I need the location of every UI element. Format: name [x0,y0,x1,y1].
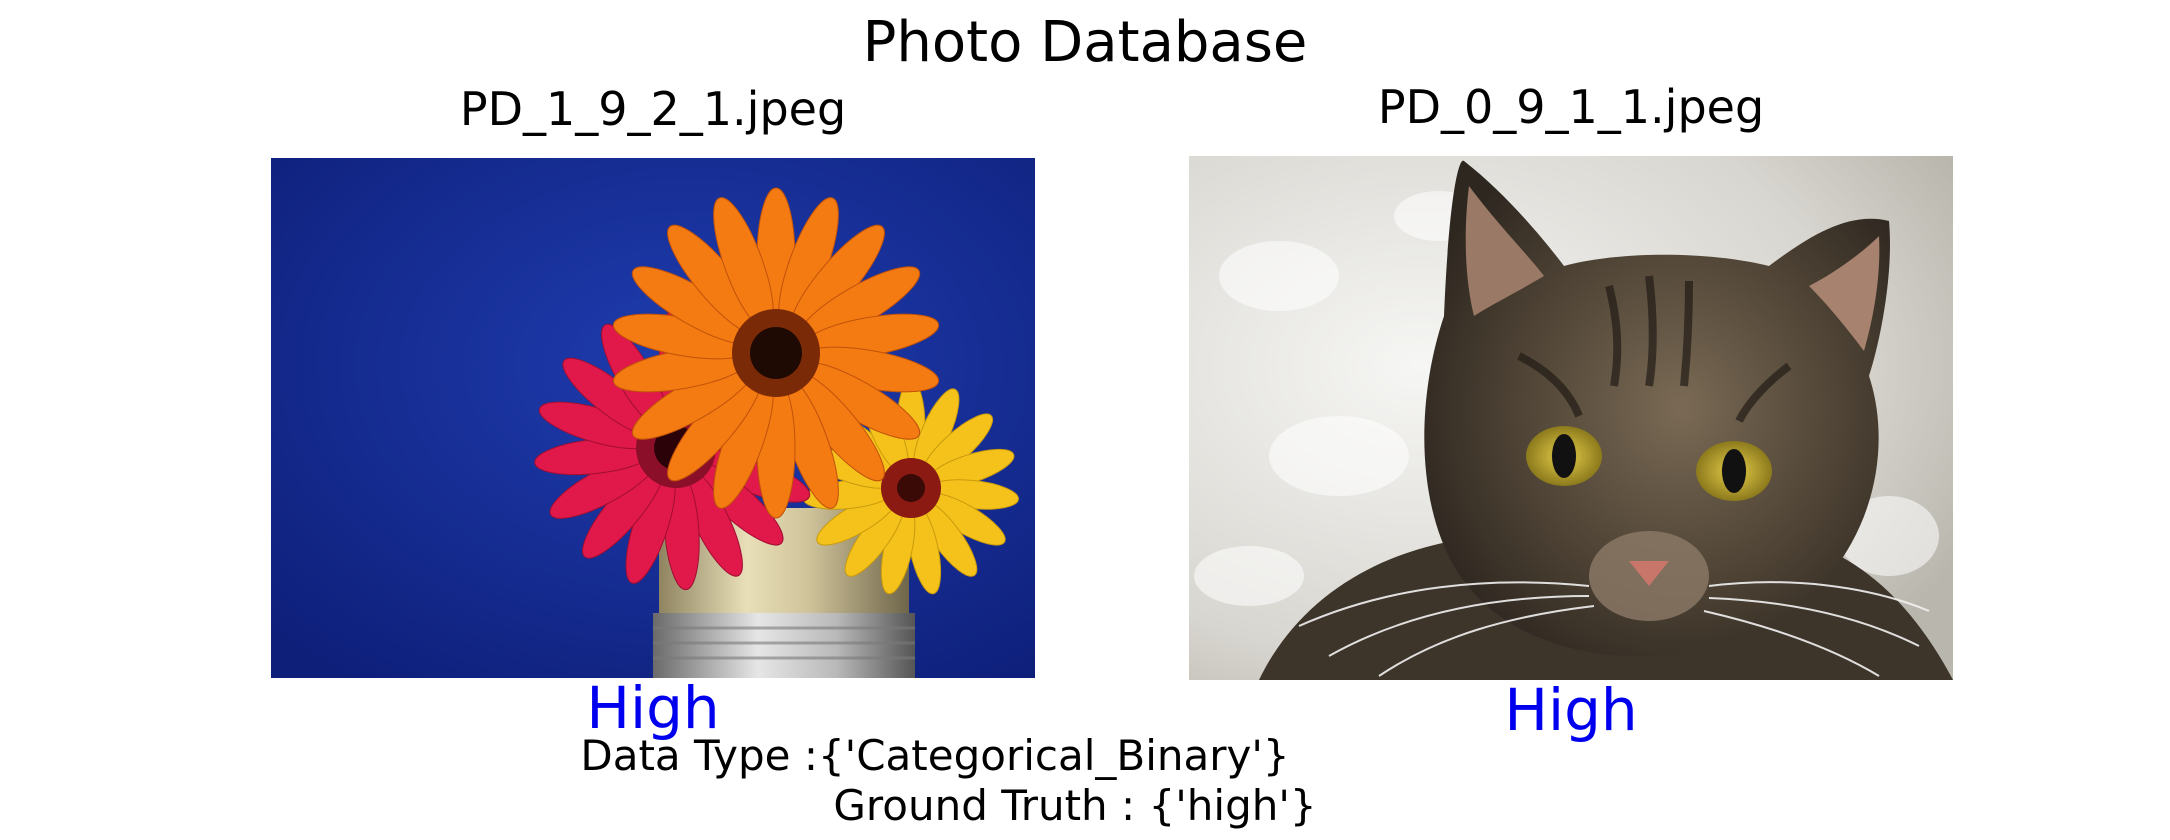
image-filename: PD_1_9_2_1.jpeg [459,82,847,136]
prediction-label: High [1504,676,1638,744]
image-filename: PD_0_9_1_1.jpeg [1377,80,1765,134]
photo-panel-left: PD_1_9_2_1.jpeg [271,80,1035,740]
ground-truth-caption: Ground Truth : {'high'} [833,781,1317,830]
cat-photo [1189,156,1953,680]
photo-panel-right: PD_0_9_1_1.jpeg [1189,78,1953,742]
page-title: Photo Database [862,10,1308,75]
cat-image-icon [1189,156,1953,680]
flowers-image-icon [271,158,1035,678]
prediction-label: High [586,674,720,742]
flowers-photo [271,158,1035,678]
data-type-caption: Data Type :{'Categorical_Binary'} [580,731,1290,780]
